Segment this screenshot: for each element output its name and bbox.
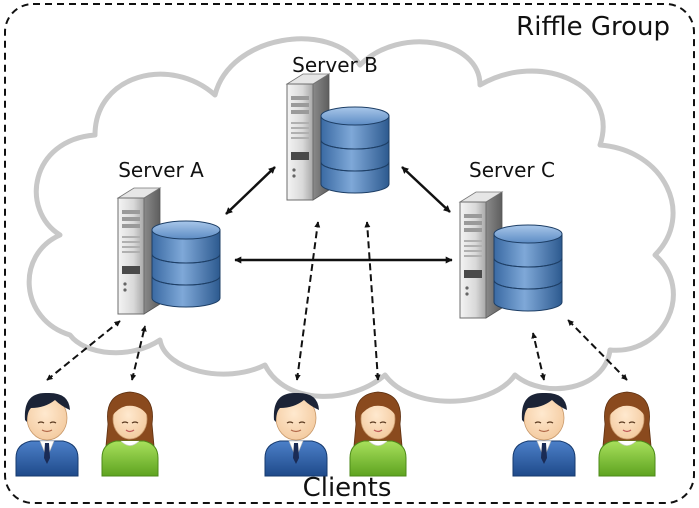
male-user-icon (512, 392, 576, 477)
client-2 (101, 391, 159, 477)
link-client-3-server-b (294, 221, 321, 381)
client-6 (598, 391, 656, 477)
female-user-icon (598, 391, 656, 477)
server-a-label: Server A (118, 158, 204, 182)
client-4 (349, 391, 407, 477)
female-user-icon (101, 391, 159, 477)
link-client-5-server-c (531, 332, 546, 381)
link-client-4-server-b (364, 221, 381, 381)
female-user-icon (349, 391, 407, 477)
server-b-label: Server B (292, 53, 378, 77)
client-3 (264, 392, 328, 477)
client-1 (15, 392, 79, 477)
link-server-b-c (401, 166, 451, 213)
link-server-a-b (225, 166, 276, 215)
male-user-icon (264, 392, 328, 477)
link-client-2-server-a (130, 325, 147, 381)
group-title: Riffle Group (516, 12, 670, 42)
link-client-1-server-a (46, 320, 121, 381)
male-user-icon (15, 392, 79, 477)
client-5 (512, 392, 576, 477)
clients-label: Clients (303, 473, 392, 503)
server-c-label: Server C (469, 158, 555, 182)
link-client-6-server-c (567, 319, 628, 381)
riffle-group-boundary (4, 3, 695, 504)
